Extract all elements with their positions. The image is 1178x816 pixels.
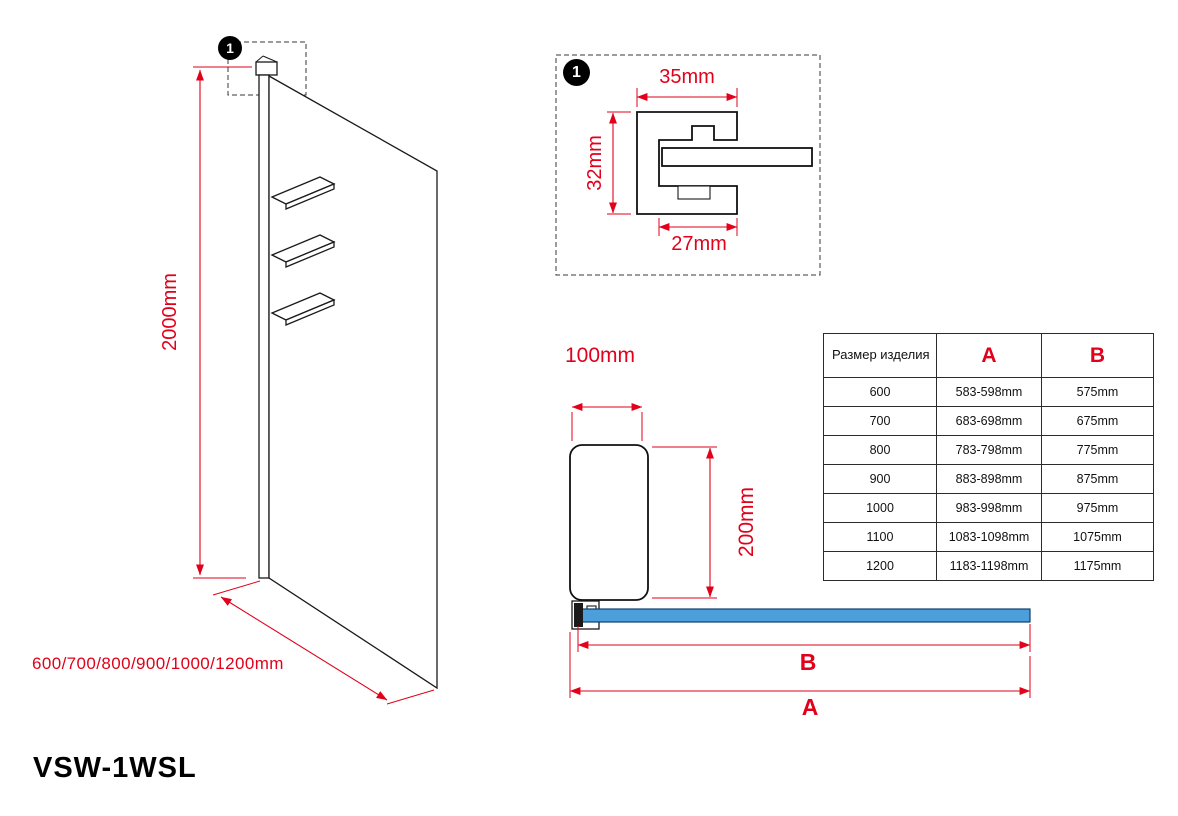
a-column-header: A: [936, 333, 1042, 378]
table-header-row: Размер изделия A B: [823, 333, 1154, 378]
a-cell: 883-898mm: [936, 464, 1042, 494]
size-cell: 1000: [823, 493, 937, 523]
support-bracket: [569, 444, 649, 601]
b-cell: 1075mm: [1041, 522, 1154, 552]
dim-a-label: A: [801, 694, 819, 720]
width-dimension-line: [220, 596, 388, 701]
b-cell: 675mm: [1041, 406, 1154, 436]
b-cell: 875mm: [1041, 464, 1154, 494]
detail-callout-marker: 1: [563, 59, 590, 86]
dim-b-label: B: [799, 649, 817, 675]
iso-view-drawing: [193, 41, 438, 705]
plan-height-dimension-label: 200mm: [735, 486, 758, 558]
a-cell: 1183-1198mm: [936, 551, 1042, 581]
size-cell: 700: [823, 406, 937, 436]
plan-view-drawing: [569, 403, 1031, 698]
a-cell: 983-998mm: [936, 493, 1042, 523]
iso-width-options-label: 600/700/800/900/1000/1200mm: [32, 654, 284, 673]
b-cell: 775mm: [1041, 435, 1154, 465]
table-row: 900 883-898mm 875mm: [823, 464, 1154, 494]
b-cell: 1175mm: [1041, 551, 1154, 581]
size-column-header: Размер изделия: [823, 333, 937, 378]
table-row: 800 783-798mm 775mm: [823, 435, 1154, 465]
size-cell: 1100: [823, 522, 937, 552]
glass-cross-section: [661, 147, 813, 167]
detail-view-border: [555, 54, 821, 276]
a-cell: 1083-1098mm: [936, 522, 1042, 552]
table-row: 600 583-598mm 575mm: [823, 377, 1154, 407]
size-cell: 600: [823, 377, 937, 407]
table-row: 1000 983-998mm 975mm: [823, 493, 1154, 523]
detail-bottom-dimension-label: 27mm: [671, 233, 727, 255]
iso-height-dimension-label: 2000mm: [159, 273, 181, 351]
table-row: 1100 1083-1098mm 1075mm: [823, 522, 1154, 552]
table-row: 700 683-698mm 675mm: [823, 406, 1154, 436]
detail-view-drawing: [555, 54, 821, 276]
b-column-header: B: [1041, 333, 1154, 378]
glass-panel: [268, 74, 438, 690]
detail-side-dimension-label: 32mm: [584, 135, 606, 191]
plan-depth-dimension-label: 100mm: [564, 344, 636, 367]
a-cell: 583-598mm: [936, 377, 1042, 407]
size-cell: 1200: [823, 551, 937, 581]
callout-1-marker: 1: [218, 36, 242, 60]
size-table: Размер изделия A B 600 583-598mm 575mm 7…: [823, 333, 1154, 581]
glass-panel-plan: [577, 608, 1031, 623]
size-cell: 900: [823, 464, 937, 494]
b-cell: 975mm: [1041, 493, 1154, 523]
a-cell: 683-698mm: [936, 406, 1042, 436]
a-cell: 783-798mm: [936, 435, 1042, 465]
detail-top-dimension-label: 35mm: [659, 66, 715, 88]
profile-cross-section: [636, 111, 738, 215]
size-cell: 800: [823, 435, 937, 465]
b-cell: 575mm: [1041, 377, 1154, 407]
product-model-label: VSW-1WSL: [33, 752, 197, 784]
table-row: 1200 1183-1198mm 1175mm: [823, 551, 1154, 581]
wall-profile: [258, 74, 270, 579]
